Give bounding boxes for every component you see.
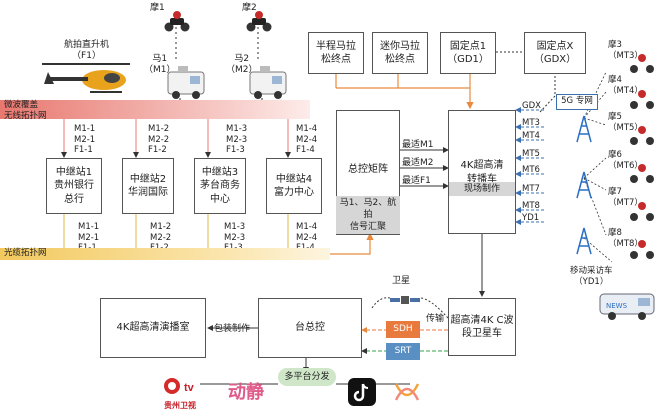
satellite-icon bbox=[390, 296, 420, 304]
van-m1-label: 马1 （M1） bbox=[144, 54, 176, 76]
cell-tower-icon bbox=[576, 227, 592, 255]
fiber-network-label: 光缆拓扑网 bbox=[4, 248, 47, 258]
moto6-label: 摩6 （MT6） bbox=[608, 150, 643, 171]
moto4-label: 摩4 （MT4） bbox=[608, 75, 643, 96]
motorcycle-icon bbox=[630, 54, 654, 73]
onsite-production-label: 现场制作 bbox=[449, 182, 515, 196]
half-marathon-finish: 半程马拉 松终点 bbox=[308, 32, 364, 74]
guizhou-tv-logo: tv 贵州卫视 bbox=[162, 376, 206, 410]
microwave-network-label: 微波覆盖 无线拓扑网 bbox=[4, 100, 47, 121]
input-mt8: MT8 bbox=[522, 201, 540, 211]
relay4-up-signals: M1-4 M2-4 F1-4 bbox=[296, 124, 318, 156]
relay3-up-signals: M1-3 M2-3 F1-3 bbox=[226, 124, 248, 156]
mobile-van-label: 移动采访车 （YD1） bbox=[570, 266, 613, 287]
input-gdx: GDX bbox=[522, 101, 541, 111]
moto5-label: 摩5 （MT5） bbox=[608, 112, 643, 133]
news-van-icon: NEWS bbox=[599, 293, 655, 320]
input-mt7: MT7 bbox=[522, 184, 540, 194]
motorcycle-icon bbox=[630, 164, 654, 183]
5g-network-label: 5G 专网 bbox=[556, 94, 598, 110]
motorcycle-icon bbox=[630, 240, 654, 259]
matrix-output-m1: 最适M1 bbox=[402, 140, 434, 150]
matrix-output-m2: 最适M2 bbox=[402, 158, 434, 168]
moto8-label: 摩8 （MT8） bbox=[608, 228, 643, 249]
fixed-point-x: 固定点X （GDX） bbox=[524, 32, 586, 74]
motorcycle-icon bbox=[630, 90, 654, 109]
relay2-up-signals: M1-2 M2-2 F1-2 bbox=[148, 124, 170, 156]
moto2-label: 摩2 bbox=[242, 3, 257, 13]
relay-station-3: 中继站3 茅台商务 中心 bbox=[194, 158, 246, 214]
input-mt3: MT3 bbox=[522, 118, 540, 128]
broadcast-van-icon bbox=[167, 66, 205, 99]
multi-platform-distribution: 多平台分发 bbox=[278, 368, 336, 386]
van-m2-label: 马2 （M2） bbox=[226, 54, 258, 76]
input-mt4: MT4 bbox=[522, 131, 540, 141]
srt-badge: SRT bbox=[386, 343, 420, 360]
moto3-label: 摩3 （MT3） bbox=[608, 40, 643, 61]
4k-relay-car: 4K超高清 转播车 bbox=[448, 110, 516, 234]
mini-marathon-finish: 迷你马拉 松终点 bbox=[372, 32, 428, 74]
input-mt6: MT6 bbox=[522, 165, 540, 175]
relay-station-1: 中继站1 贵州银行 总行 bbox=[46, 158, 102, 214]
relay-station-4: 中继站4 富力中心 bbox=[266, 158, 322, 214]
motorcycle-icon bbox=[630, 202, 654, 221]
input-mt5: MT5 bbox=[522, 149, 540, 159]
packaging-label: 包装制作 bbox=[214, 324, 251, 334]
relay1-up-signals: M1-1 M2-1 F1-1 bbox=[74, 124, 96, 156]
4k-studio: 4K超高清演播室 bbox=[100, 298, 206, 358]
douyin-icon bbox=[348, 378, 376, 406]
motorcycle-icon bbox=[164, 11, 190, 32]
broadcast-van-icon bbox=[249, 66, 287, 99]
helicopter-icon bbox=[42, 63, 130, 93]
gztv-tv-text: tv bbox=[184, 382, 195, 394]
microwave-network-bar bbox=[0, 100, 310, 119]
news-badge-text: NEWS bbox=[606, 302, 628, 310]
moto7-label: 摩7 （MT7） bbox=[608, 187, 643, 208]
gztv-name: 贵州卫视 bbox=[164, 401, 196, 410]
transmission-label: 传输 bbox=[426, 314, 445, 324]
moto1-label: 摩1 bbox=[150, 3, 165, 13]
motorcycle-icon bbox=[246, 11, 272, 32]
kuaishou-icon bbox=[394, 383, 420, 401]
master-control: 台总控 bbox=[258, 298, 362, 358]
motorcycle-icon bbox=[630, 126, 654, 145]
fiber-network-bar bbox=[0, 248, 330, 260]
cell-tower-icon bbox=[576, 171, 592, 199]
input-yd1: YD1 bbox=[522, 213, 540, 223]
matrix-output-f1: 最适F1 bbox=[402, 176, 431, 186]
relay-station-2: 中继站2 华润国际 bbox=[122, 158, 174, 214]
cell-tower-icon bbox=[576, 115, 592, 143]
helicopter-label: 航拍直升机 （F1） bbox=[64, 40, 110, 62]
fixed-point-1: 固定点1 （GD1） bbox=[440, 32, 496, 74]
satellite-label: 卫星 bbox=[392, 276, 411, 286]
dongjing-logo: 动静 bbox=[228, 382, 264, 403]
sdh-badge: SDH bbox=[386, 321, 420, 338]
satellite-car: 超高清4K C波 段卫星车 bbox=[448, 298, 516, 356]
signal-gather-label: 马1、马2、航拍 信号汇聚 bbox=[336, 196, 400, 234]
